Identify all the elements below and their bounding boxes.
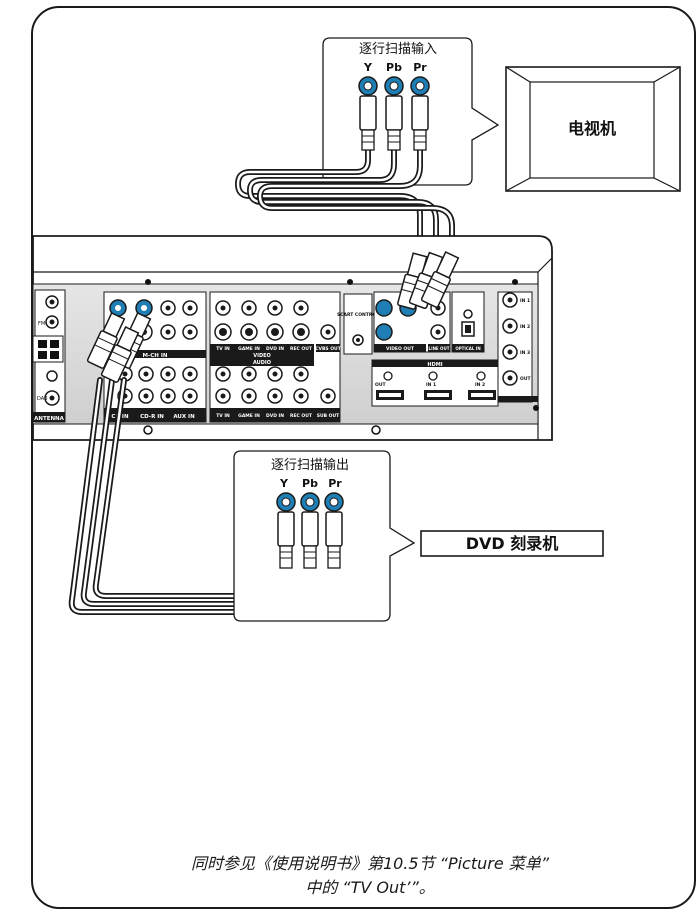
dvd-rca-plugs bbox=[276, 492, 344, 569]
tv-jack-labels: Y Pb Pr bbox=[363, 61, 427, 74]
line-out-label: LINE OUT bbox=[429, 346, 450, 351]
video-game-in-label: GAME IN bbox=[238, 346, 260, 352]
receiver-back-panel: FM DAB ANTENNA M-CH IN CD IN CD-R IN AUX… bbox=[32, 235, 553, 441]
tv-jack-label-pr: Pr bbox=[413, 61, 427, 74]
note-line-2: 中的 “TV Out’”。 bbox=[305, 878, 435, 897]
hdmi-in2-label: IN 2 bbox=[475, 382, 485, 388]
dab-label: DAB bbox=[37, 396, 48, 402]
hdmi-in1-label: IN 1 bbox=[426, 382, 436, 388]
tv-rca-plugs bbox=[358, 76, 430, 151]
video-out-plugs bbox=[397, 251, 460, 310]
right-out-label: OUT bbox=[520, 376, 531, 382]
video-section-label: VIDEO bbox=[253, 353, 271, 359]
video-rec-out-label: REC OUT bbox=[290, 346, 313, 352]
audio-game-in-label: GAME IN bbox=[238, 413, 260, 419]
dvd-jack-label-pr: Pr bbox=[328, 477, 342, 490]
note-line-1: 同时参见《使用说明书》第10.5节 “Picture 菜单” bbox=[190, 854, 550, 873]
dvd-output-box: 逐行扫描输出 Y Pb Pr bbox=[233, 450, 416, 622]
cd-r-in-label: CD-R IN bbox=[140, 414, 164, 420]
fm-label: FM bbox=[38, 321, 45, 327]
dvd-recorder-label-box: DVD 刻录机 bbox=[420, 530, 604, 557]
tv-jack-label-y: Y bbox=[363, 61, 373, 74]
tv-icon: 电视机 bbox=[505, 66, 681, 192]
m-ch-in-label: M-CH IN bbox=[143, 353, 168, 359]
sub-out-label: SUB OUT bbox=[317, 413, 340, 419]
tv-input-box: 逐行扫描输入 Y Pb Pr bbox=[322, 37, 500, 186]
dvd-jack-label-pb: Pb bbox=[302, 477, 318, 490]
cvbs-out-label: CVBS OUT bbox=[315, 346, 342, 352]
dvd-jack-label-y: Y bbox=[279, 477, 289, 490]
audio-section-label: AUDIO bbox=[253, 360, 271, 366]
scart-control-label: SCART CONTROL bbox=[337, 312, 379, 318]
tv-input-title: 逐行扫描输入 bbox=[359, 41, 437, 57]
right-in3-label: IN 3 bbox=[520, 350, 530, 356]
optical-in-label: OPTICAL IN bbox=[455, 346, 480, 351]
audio-dvd-in-label: DVD IN bbox=[266, 413, 284, 419]
audio-tv-in-label: TV IN bbox=[216, 413, 230, 419]
tv-jack-label-pb: Pb bbox=[386, 61, 402, 74]
right-in2-label: IN 2 bbox=[520, 324, 530, 330]
tv-component-cable bbox=[234, 147, 455, 258]
dvd-recorder-label: DVD 刻录机 bbox=[466, 534, 559, 553]
video-dvd-in-label: DVD IN bbox=[266, 346, 284, 352]
video-tv-in-label: TV IN bbox=[216, 346, 230, 352]
aux-in-label: AUX IN bbox=[173, 414, 195, 420]
antenna-label: ANTENNA bbox=[34, 416, 65, 422]
dvd-output-title: 逐行扫描输出 bbox=[271, 457, 349, 473]
hdmi-label: HDMI bbox=[427, 362, 442, 368]
video-out-label: VIDEO OUT bbox=[386, 346, 415, 352]
right-in1-label: IN 1 bbox=[520, 298, 530, 304]
hdmi-out-label: OUT bbox=[375, 382, 386, 388]
audio-rec-out-label: REC OUT bbox=[290, 413, 313, 419]
m-ch-in-plugs bbox=[86, 312, 152, 383]
tv-label: 电视机 bbox=[568, 119, 616, 138]
